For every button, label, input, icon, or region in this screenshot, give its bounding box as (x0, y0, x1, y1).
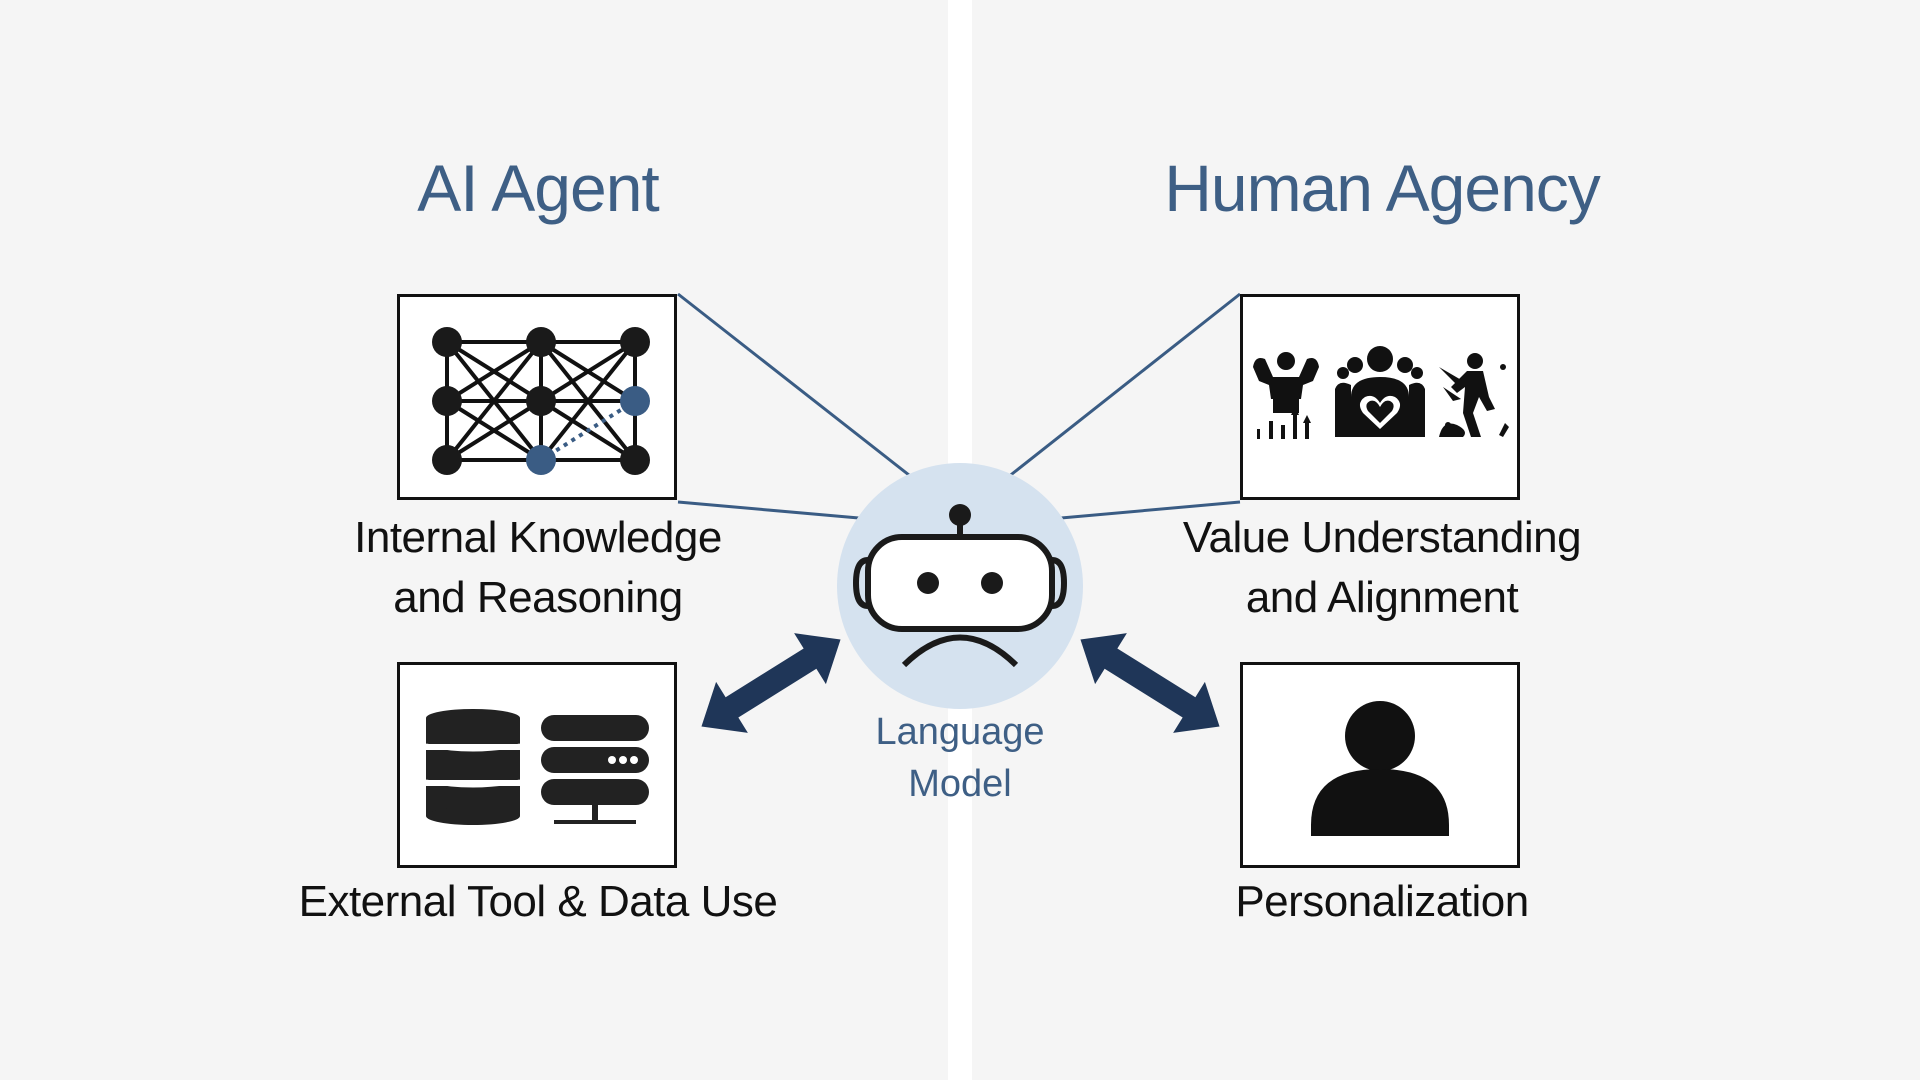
personalization-box (1240, 662, 1520, 868)
value-understanding-box (1240, 294, 1520, 500)
internal-knowledge-label-line1: Internal Knowledge (354, 513, 722, 562)
language-model-label-line1: Language (875, 711, 1045, 753)
internal-knowledge-label: Internal Knowledge and Reasoning (354, 508, 722, 628)
human-values-icon (1253, 346, 1509, 439)
neural-network-icon (432, 327, 650, 475)
person-icon (1311, 701, 1449, 836)
value-understanding-label-line1: Value Understanding (1182, 513, 1582, 562)
robot-icon (852, 504, 1068, 668)
ai-agent-title: AI Agent (417, 151, 660, 225)
value-understanding-label-line2: and Alignment (1245, 573, 1519, 622)
external-tool-label: External Tool & Data Use (298, 877, 778, 926)
external-tool-box (397, 662, 677, 868)
internal-knowledge-label-line2: and Reasoning (393, 573, 683, 622)
left-panel (0, 0, 948, 1080)
human-agency-title: Human Agency (1164, 151, 1601, 225)
language-model-label-line2: Model (908, 763, 1012, 805)
internal-knowledge-box (397, 294, 677, 500)
database-server-icon (425, 709, 649, 825)
left-double-arrow (701, 633, 841, 733)
right-panel (972, 0, 1920, 1080)
personalization-label: Personalization (1235, 877, 1529, 926)
right-double-arrow (1080, 633, 1220, 733)
value-understanding-label: Value Understanding and Alignment (1182, 508, 1582, 628)
language-model-label: Language Model (875, 706, 1044, 810)
